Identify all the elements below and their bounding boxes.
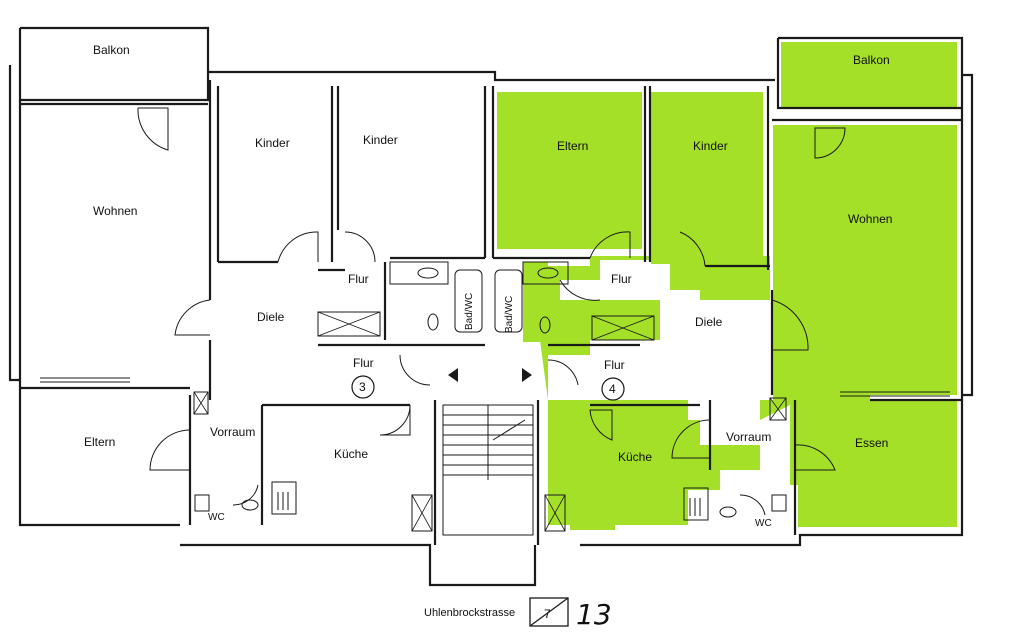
unit-number-circle-right	[601, 377, 625, 401]
label-right-eltern: Eltern	[557, 139, 588, 153]
unit-number-circle-left	[351, 375, 375, 399]
handwritten-number: 13	[576, 598, 612, 631]
label-left-kinder-1: Kinder	[255, 136, 290, 150]
street-name: Uhlenbrockstrasse	[424, 607, 515, 619]
staircase	[442, 368, 534, 536]
label-left-wc: WC	[208, 512, 225, 523]
label-right-bad: Bad/WC	[504, 296, 515, 333]
outer-walls	[8, 26, 974, 587]
label-left-balkon: Balkon	[93, 43, 130, 57]
label-left-flur-top: Flur	[348, 272, 369, 286]
left-interior-walls	[20, 80, 487, 545]
house-number: 7	[544, 607, 551, 621]
label-right-flur: Flur	[604, 358, 625, 372]
label-left-flur: Flur	[353, 356, 374, 370]
label-right-diele: Diele	[695, 315, 723, 329]
label-right-kinder: Kinder	[693, 139, 728, 153]
right-interior-walls	[491, 86, 962, 545]
bathroom-fixtures	[194, 261, 787, 518]
stair-arrow-right-icon	[522, 368, 532, 382]
label-right-balkon: Balkon	[853, 53, 890, 67]
door-swings	[137, 107, 846, 516]
right-unit-labels: Balkon Eltern Kinder Wohnen Flur Diele F…	[504, 53, 892, 529]
label-left-bad: Bad/WC	[464, 293, 475, 330]
label-right-vorraum: Vorraum	[726, 430, 771, 444]
label-right-wohnen: Wohnen	[848, 212, 892, 226]
stair-arrow-left-icon	[448, 368, 458, 382]
unit-number-left: 3	[359, 380, 366, 394]
unit-number-right: 4	[609, 382, 616, 396]
label-left-diele: Diele	[257, 310, 285, 324]
kitchen-fixtures	[193, 311, 787, 532]
label-left-vorraum: Vorraum	[210, 425, 255, 439]
left-unit-labels: Balkon Wohnen Eltern Kinder Kinder Flur …	[84, 43, 475, 523]
label-right-essen: Essen	[855, 436, 888, 450]
label-left-kinder-2: Kinder	[363, 133, 398, 147]
footer: Uhlenbrockstrasse 7 13	[424, 597, 612, 631]
window-marks	[40, 377, 950, 397]
house-number-strike	[529, 597, 569, 627]
house-number-box	[529, 597, 569, 627]
label-right-flur-top: Flur	[611, 272, 632, 286]
label-left-kueche: Küche	[334, 447, 368, 461]
label-left-eltern: Eltern	[84, 435, 115, 449]
label-right-wc: WC	[755, 518, 772, 529]
label-left-wohnen: Wohnen	[93, 204, 137, 218]
label-right-kueche: Küche	[618, 450, 652, 464]
highlight-right-apartment	[497, 42, 957, 530]
